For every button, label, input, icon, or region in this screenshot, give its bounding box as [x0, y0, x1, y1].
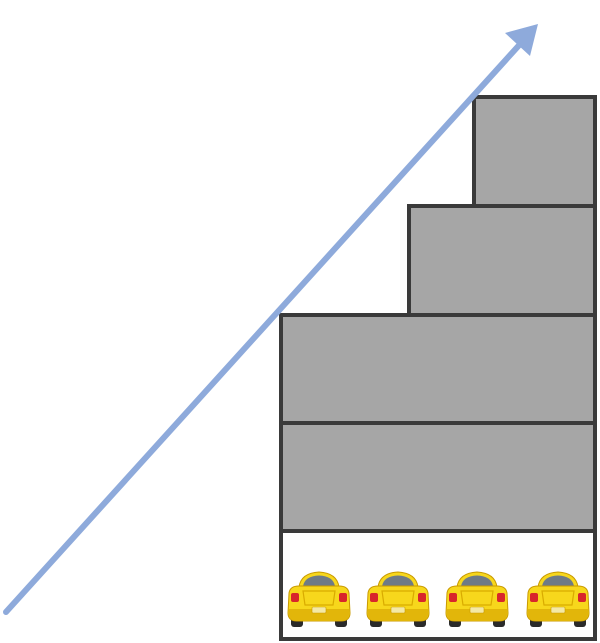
arrow-up-right-icon	[3, 24, 538, 615]
block-level-3	[407, 204, 597, 317]
arrow-head	[505, 24, 538, 56]
block-level-2	[279, 313, 597, 425]
block-level-1	[279, 421, 597, 533]
blocks-group	[279, 95, 597, 533]
block-level-4	[472, 95, 597, 208]
arrow-shaft	[3, 39, 525, 615]
